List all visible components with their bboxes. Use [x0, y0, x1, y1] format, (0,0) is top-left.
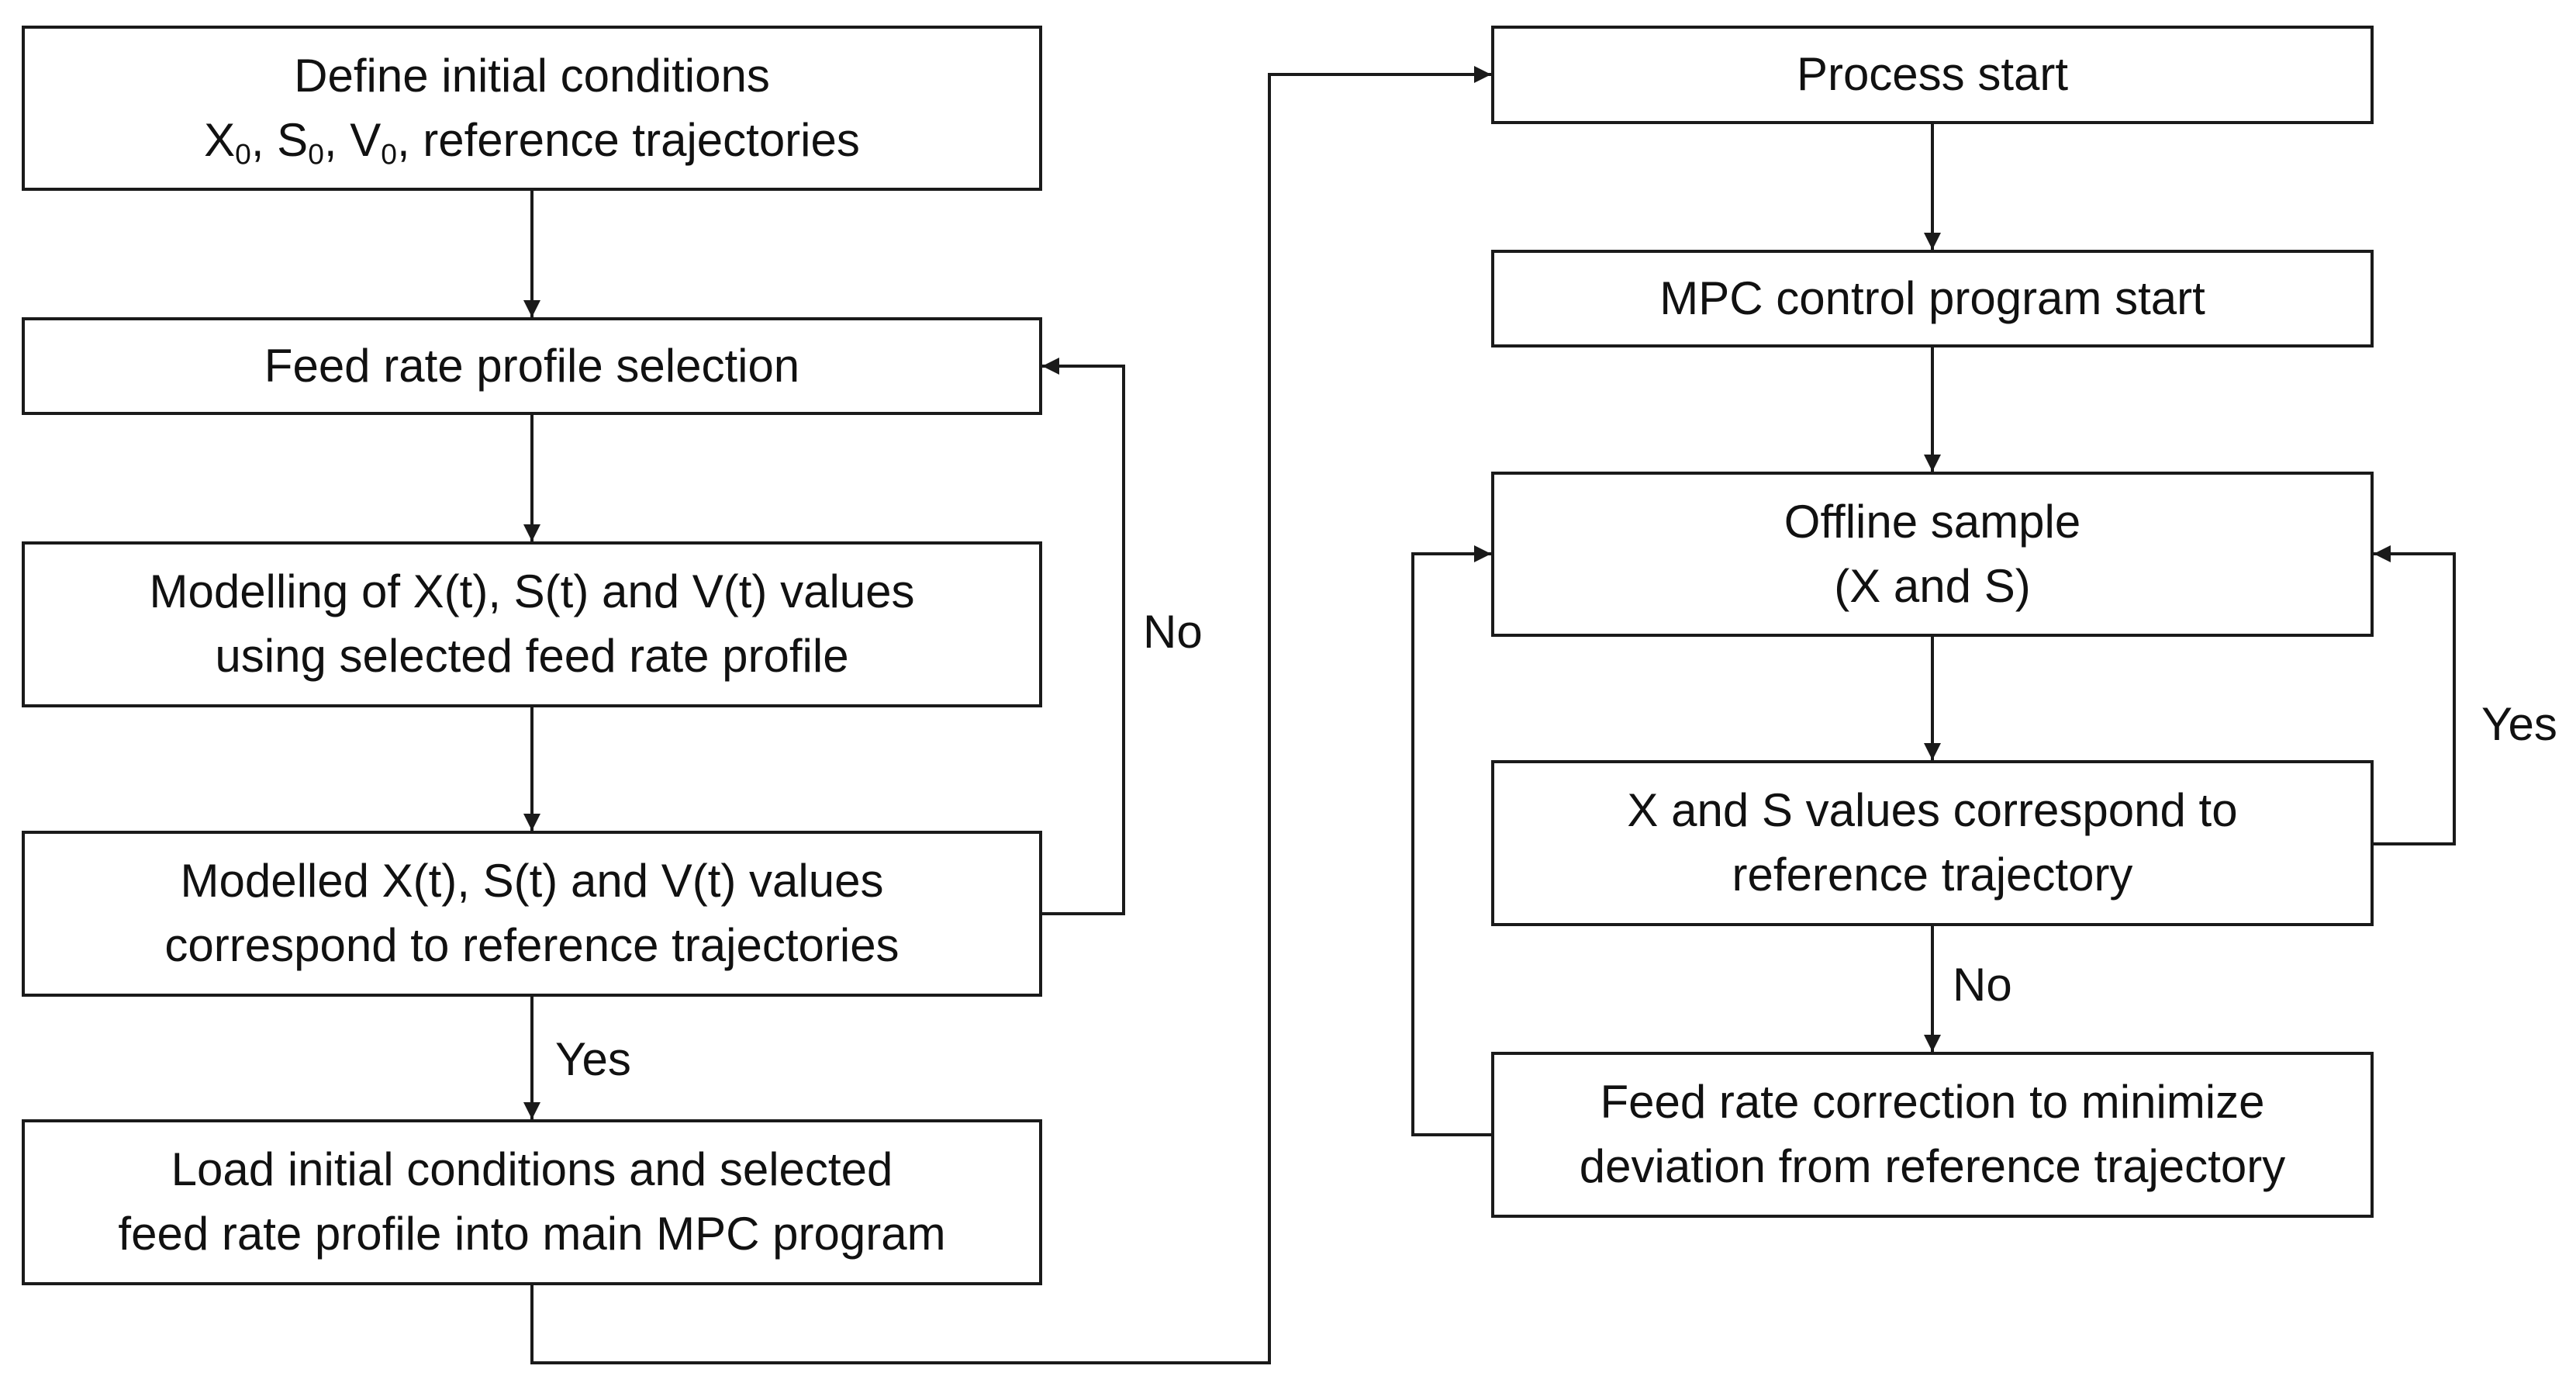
arrow-n4-to-n2 [1042, 358, 1125, 915]
edge-label-yes-left: Yes [555, 1033, 631, 1085]
edge-label-yes-right: Yes [2481, 698, 2557, 750]
modelling-values-text-line-2: using selected feed rate profile [215, 624, 848, 689]
text-run: Feed rate profile selection [264, 339, 800, 392]
define-initial-conditions-text-line-2: X0, S0, V0, reference trajectories [204, 109, 860, 173]
text-run: , reference trajectories [396, 113, 860, 166]
text-run: Load initial conditions and selected [171, 1143, 893, 1196]
text-run: X [204, 113, 236, 166]
modelling-values-text-line-1: Modelling of X(t), S(t) and V(t) values [149, 560, 914, 624]
text-run: Process start [1796, 48, 2069, 101]
feed-rate-correction-text-line-1: Feed rate correction to minimize [1601, 1070, 2265, 1135]
mpc-control-program-start-box: MPC control program start [1491, 250, 2374, 347]
text-run: using selected feed rate profile [215, 630, 849, 682]
offline-sample-box: Offline sample (X and S) [1491, 472, 2374, 637]
text-run: correspond to reference trajectories [164, 919, 900, 971]
feed-rate-profile-selection-text-line-1: Feed rate profile selection [264, 334, 799, 399]
subscript: 0 [308, 137, 324, 170]
arrow-n5-to-n6 [530, 66, 1491, 1364]
process-start-box: Process start [1491, 26, 2374, 124]
modelled-values-decision-box: Modelled X(t), S(t) and V(t) values corre… [22, 831, 1042, 997]
text-run: deviation from reference trajectory [1579, 1140, 2286, 1192]
subscript: 0 [235, 137, 251, 170]
arrow-n10-to-n8 [1411, 545, 1491, 1136]
text-run: feed rate profile into main MPC program [118, 1208, 946, 1260]
define-initial-conditions-text-line-1: Define initial conditions [294, 44, 770, 109]
feed-rate-correction-text-line-2: deviation from reference trajectory [1580, 1135, 2285, 1199]
subscript: 0 [381, 137, 397, 170]
text-run: (X and S) [1834, 559, 2031, 612]
text-run: MPC control program start [1659, 271, 2205, 324]
text-run: reference trajectory [1732, 849, 2133, 901]
process-start-text-line-1: Process start [1797, 43, 2068, 107]
modelled-values-decision-text-line-1: Modelled X(t), S(t) and V(t) values [180, 849, 883, 914]
text-run: Modelling of X(t), S(t) and V(t) values [149, 565, 915, 618]
text-run: Modelled X(t), S(t) and V(t) values [180, 855, 884, 908]
values-correspond-decision-text-line-2: reference trajectory [1732, 843, 2133, 908]
load-into-mpc-program-text-line-2: feed rate profile into main MPC program [118, 1202, 945, 1267]
text-run: X and S values correspond to [1627, 784, 2238, 837]
feed-rate-correction-box: Feed rate correction to minimize deviatio… [1491, 1052, 2374, 1218]
edge-label-no-right: No [1953, 959, 2012, 1011]
text-run: , S [250, 113, 309, 166]
arrow-n9-to-n8 [2374, 545, 2456, 845]
text-run: , V [323, 113, 382, 166]
edge-label-no-left: No [1143, 606, 1203, 658]
values-correspond-decision-box: X and S values correspond to reference tr… [1491, 760, 2374, 926]
text-run: Feed rate correction to minimize [1600, 1076, 2265, 1129]
mpc-control-program-start-text-line-1: MPC control program start [1659, 267, 2205, 331]
offline-sample-text-line-1: Offline sample [1784, 490, 2080, 555]
feed-rate-profile-selection-box: Feed rate profile selection [22, 317, 1042, 415]
text-run: Define initial conditions [294, 49, 770, 102]
offline-sample-text-line-2: (X and S) [1834, 555, 2030, 619]
modelling-values-box: Modelling of X(t), S(t) and V(t) values u… [22, 541, 1042, 707]
text-run: Offline sample [1784, 495, 2081, 548]
modelled-values-decision-text-line-2: correspond to reference trajectories [164, 914, 899, 978]
load-into-mpc-program-text-line-1: Load initial conditions and selected [171, 1138, 893, 1202]
load-into-mpc-program-box: Load initial conditions and selected feed… [22, 1119, 1042, 1285]
values-correspond-decision-text-line-1: X and S values correspond to [1627, 779, 2237, 843]
